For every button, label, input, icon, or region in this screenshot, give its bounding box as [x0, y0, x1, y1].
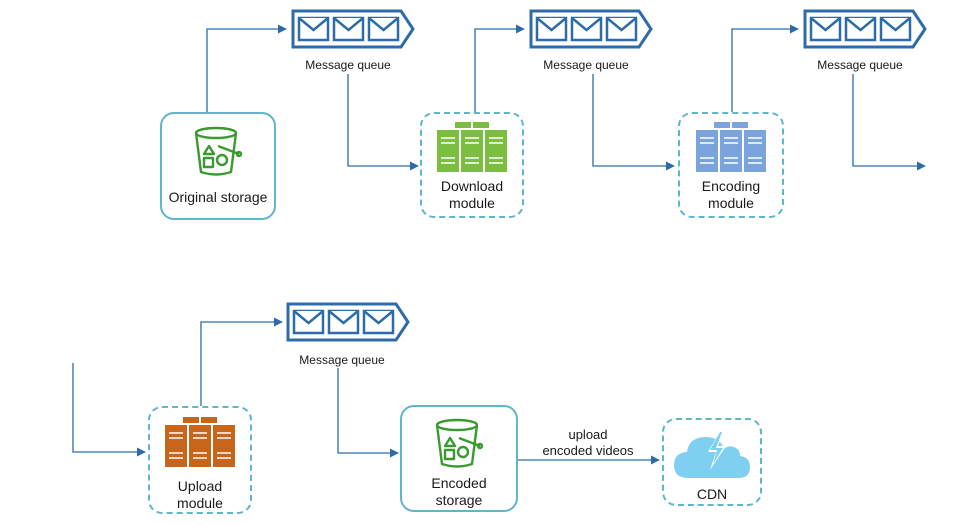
bucket-icon — [435, 418, 484, 468]
node-label: Encoding module — [701, 178, 761, 211]
edge-entry-to-upload — [72, 363, 146, 457]
node-label: Upload module — [177, 478, 223, 511]
edge-label-upload-encoded-videos: upload encoded videos — [542, 427, 634, 458]
queue-label: Message queue — [543, 58, 629, 72]
node-label: Original storage — [168, 189, 268, 205]
edge-download-to-queue2 — [474, 24, 525, 112]
queue-label: Message queue — [817, 58, 903, 72]
queue-label: Message queue — [299, 353, 385, 367]
edge-encoding-to-queue3 — [731, 24, 799, 112]
server-rack-icon — [696, 122, 766, 172]
message-queue-icon — [803, 9, 927, 49]
node-label: Download module — [440, 178, 504, 211]
queue-label: Message queue — [305, 58, 391, 72]
message-queue-icon — [529, 9, 653, 49]
download-module-node: Download module — [420, 112, 524, 218]
cloud-lightning-icon — [674, 428, 750, 478]
encoded-storage-node: Encoded storage — [400, 405, 518, 512]
node-label: Encoded storage — [431, 475, 487, 508]
upload-module-node: Upload module — [148, 406, 252, 514]
server-rack-icon — [437, 122, 507, 172]
edge-queue1-to-download — [347, 74, 419, 171]
edge-queue2-to-encoding — [592, 74, 675, 171]
cdn-node: CDN — [662, 418, 762, 506]
edge-upload-to-queue4 — [200, 317, 283, 406]
edge-queue4-to-encoded — [337, 368, 399, 458]
encoding-module-node: Encoding module — [678, 112, 784, 218]
node-label: CDN — [696, 486, 728, 502]
server-rack-icon — [165, 417, 235, 467]
message-queue-icon — [291, 9, 415, 49]
edge-original-to-queue1 — [206, 24, 287, 112]
original-storage-node: Original storage — [160, 112, 276, 220]
bucket-icon — [194, 126, 243, 176]
message-queue-icon — [286, 302, 410, 342]
edge-queue3-continue — [852, 74, 926, 171]
